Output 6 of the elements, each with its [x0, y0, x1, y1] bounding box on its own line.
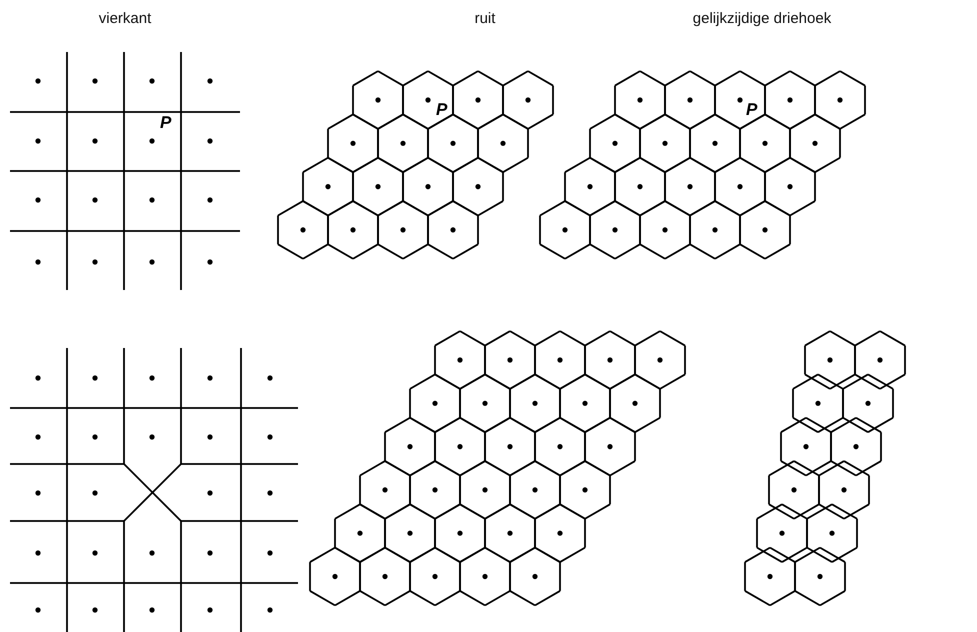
panel-title: vierkant	[98, 10, 152, 27]
panel-title: ruit	[474, 10, 496, 27]
panel-title: gelijkzijdige driehoek	[692, 10, 832, 27]
point-label: P	[160, 113, 172, 133]
point-label: P	[746, 100, 758, 120]
point-label: P	[436, 100, 448, 120]
